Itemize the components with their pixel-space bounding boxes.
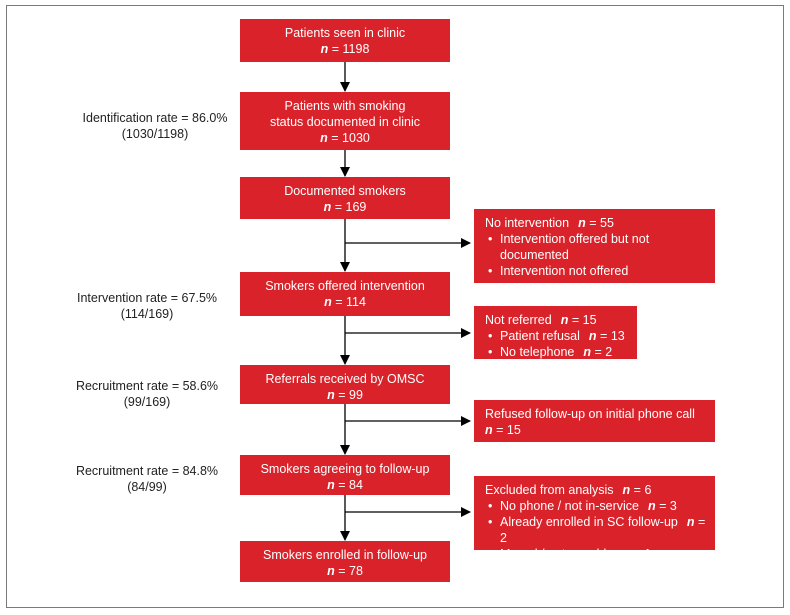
box-title: Patients seen in clinic <box>284 26 406 40</box>
box-documented-smokers: Documented smokers n = 169 <box>240 177 450 219</box>
diagram-frame <box>6 5 784 608</box>
box-count: n = 15 <box>485 423 521 437</box>
list-item: Already enrolled in SC follow-upn = 2 <box>485 514 707 546</box>
note-recruitment-rate-2: Recruitment rate = 84.8% (84/99) <box>62 463 232 495</box>
rate-fraction: (84/99) <box>127 480 167 494</box>
rate-label: Recruitment rate = 58.6% <box>75 379 219 393</box>
box-count: n = 84 <box>327 478 363 492</box>
box-refused-follow-up: Refused follow-up on initial phone call … <box>474 400 715 442</box>
box-count: n = 1198 <box>320 42 370 56</box>
box-count: n = 78 <box>327 564 363 578</box>
box-status-documented: Patients with smoking status documented … <box>240 92 450 150</box>
box-patients-seen: Patients seen in clinic n = 1198 <box>240 19 450 62</box>
rate-label: Identification rate = 86.0% <box>82 111 228 125</box>
note-identification-rate: Identification rate = 86.0% (1030/1198) <box>70 110 240 142</box>
box-enrolled-follow-up: Smokers enrolled in follow-up n = 78 <box>240 541 450 582</box>
box-count: n = 169 <box>323 200 367 214</box>
note-intervention-rate: Intervention rate = 67.5% (114/169) <box>62 290 232 322</box>
box-title: Smokers agreeing to follow-up <box>260 462 430 476</box>
box-title: Referrals received by OMSC <box>265 372 425 386</box>
box-count: n = 114 <box>324 295 366 309</box>
rate-fraction: (1030/1198) <box>121 127 189 141</box>
note-recruitment-rate-1: Recruitment rate = 58.6% (99/169) <box>62 378 232 410</box>
list-item: Intervention not offered <box>485 263 707 279</box>
box-title-line-2: status documented in clinic <box>269 115 421 129</box>
box-offered-intervention: Smokers offered intervention n = 114 <box>240 272 450 316</box>
box-title: Documented smokers <box>284 184 406 198</box>
box-agreeing-follow-up: Smokers agreeing to follow-up n = 84 <box>240 455 450 495</box>
box-heading: Refused follow-up on initial phone call <box>485 407 695 421</box>
box-count: n = 1030 <box>320 131 370 145</box>
rate-label: Intervention rate = 67.5% <box>76 291 218 305</box>
rate-label: Recruitment rate = 84.8% <box>75 464 219 478</box>
box-title: Smokers enrolled in follow-up <box>263 548 427 562</box>
box-title-line-1: Patients with smoking <box>284 99 406 113</box>
rate-fraction: (99/169) <box>123 395 171 409</box>
box-title: Smokers offered intervention <box>265 279 425 293</box>
box-referrals-received: Referrals received by OMSC n = 99 <box>240 365 450 404</box>
rate-fraction: (114/169) <box>120 307 174 321</box>
box-count: n = 99 <box>327 388 363 402</box>
